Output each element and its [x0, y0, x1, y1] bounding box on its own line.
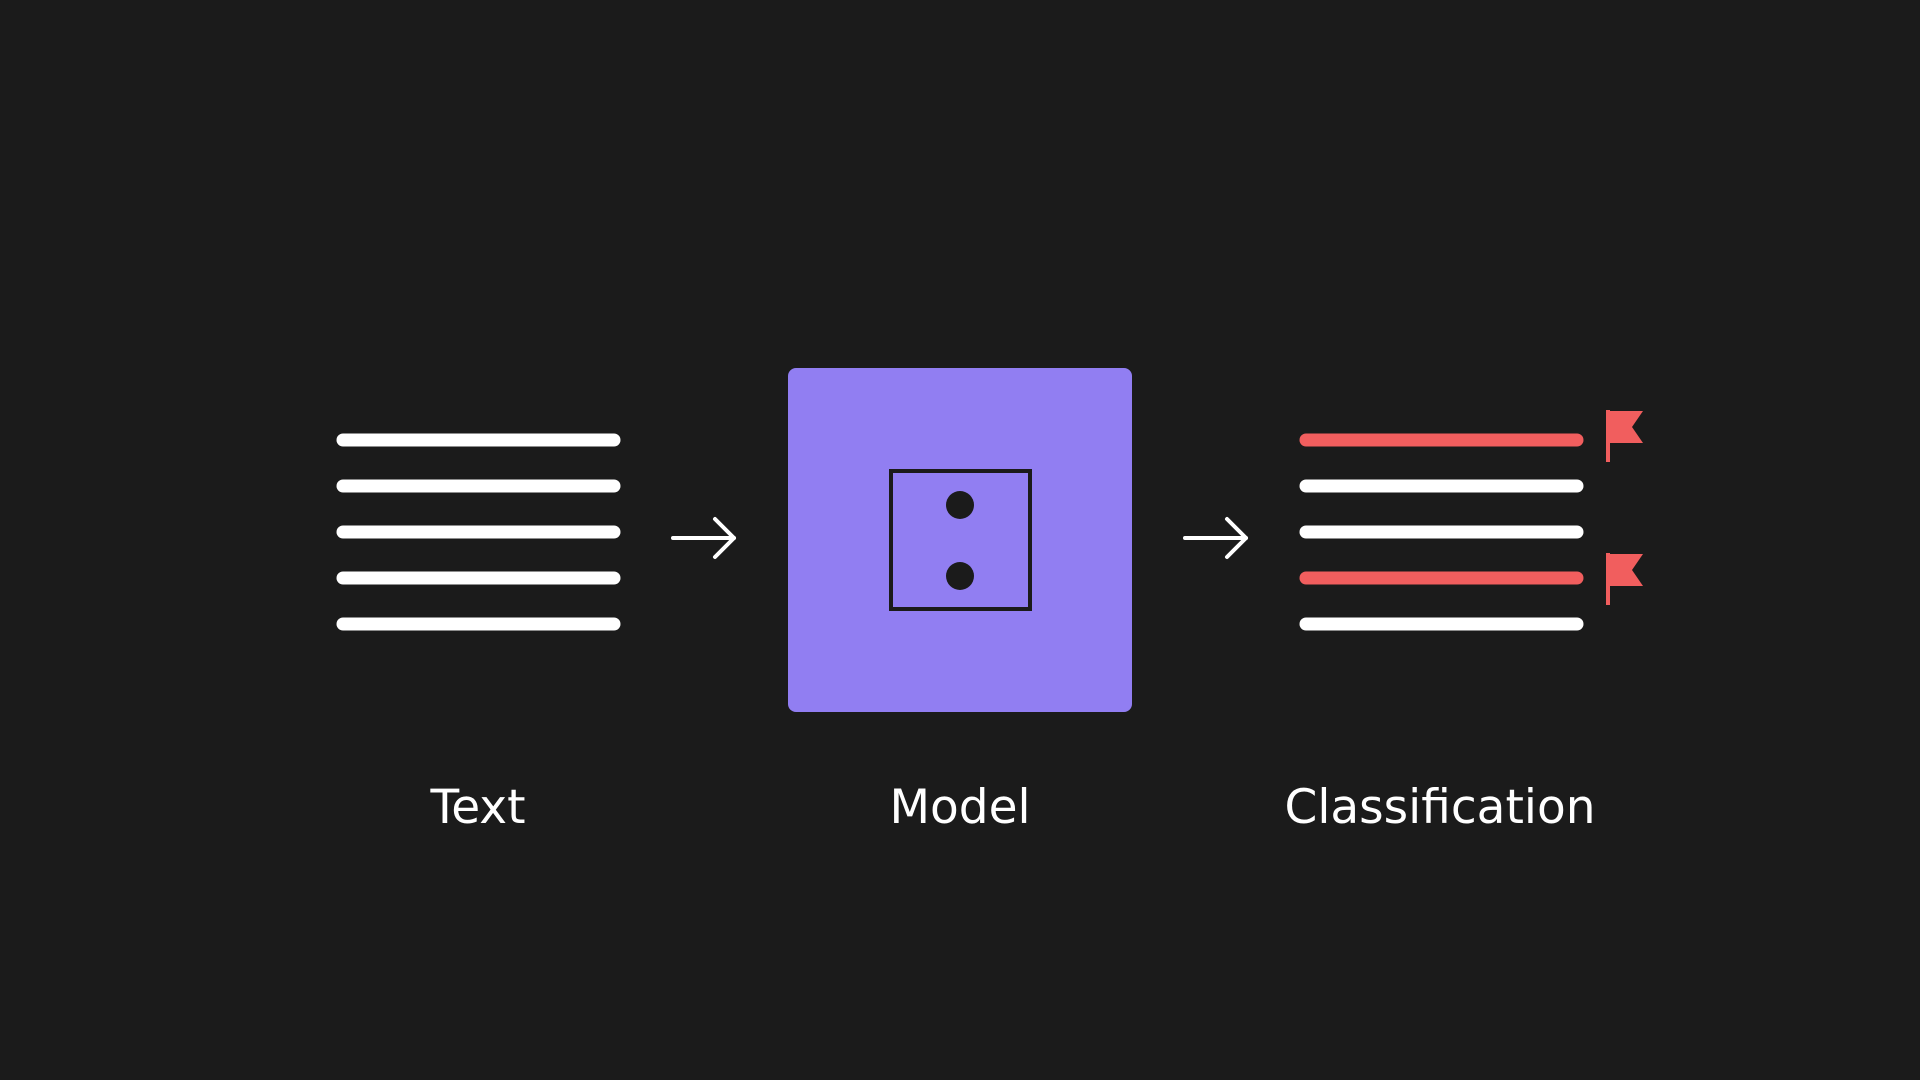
arrow-right-icon: [671, 517, 736, 559]
flag-icon: [1606, 553, 1643, 605]
arrow-right-icon: [1183, 517, 1248, 559]
classification-label: Classification: [1284, 780, 1596, 835]
text-label: Text: [430, 780, 526, 835]
flag-icon: [1606, 410, 1643, 462]
model-label: Model: [889, 780, 1031, 835]
die-two-icon: [889, 469, 1032, 611]
classification-document: [1299, 433, 1584, 631]
model-box: [788, 368, 1132, 712]
text-document: [336, 433, 621, 631]
